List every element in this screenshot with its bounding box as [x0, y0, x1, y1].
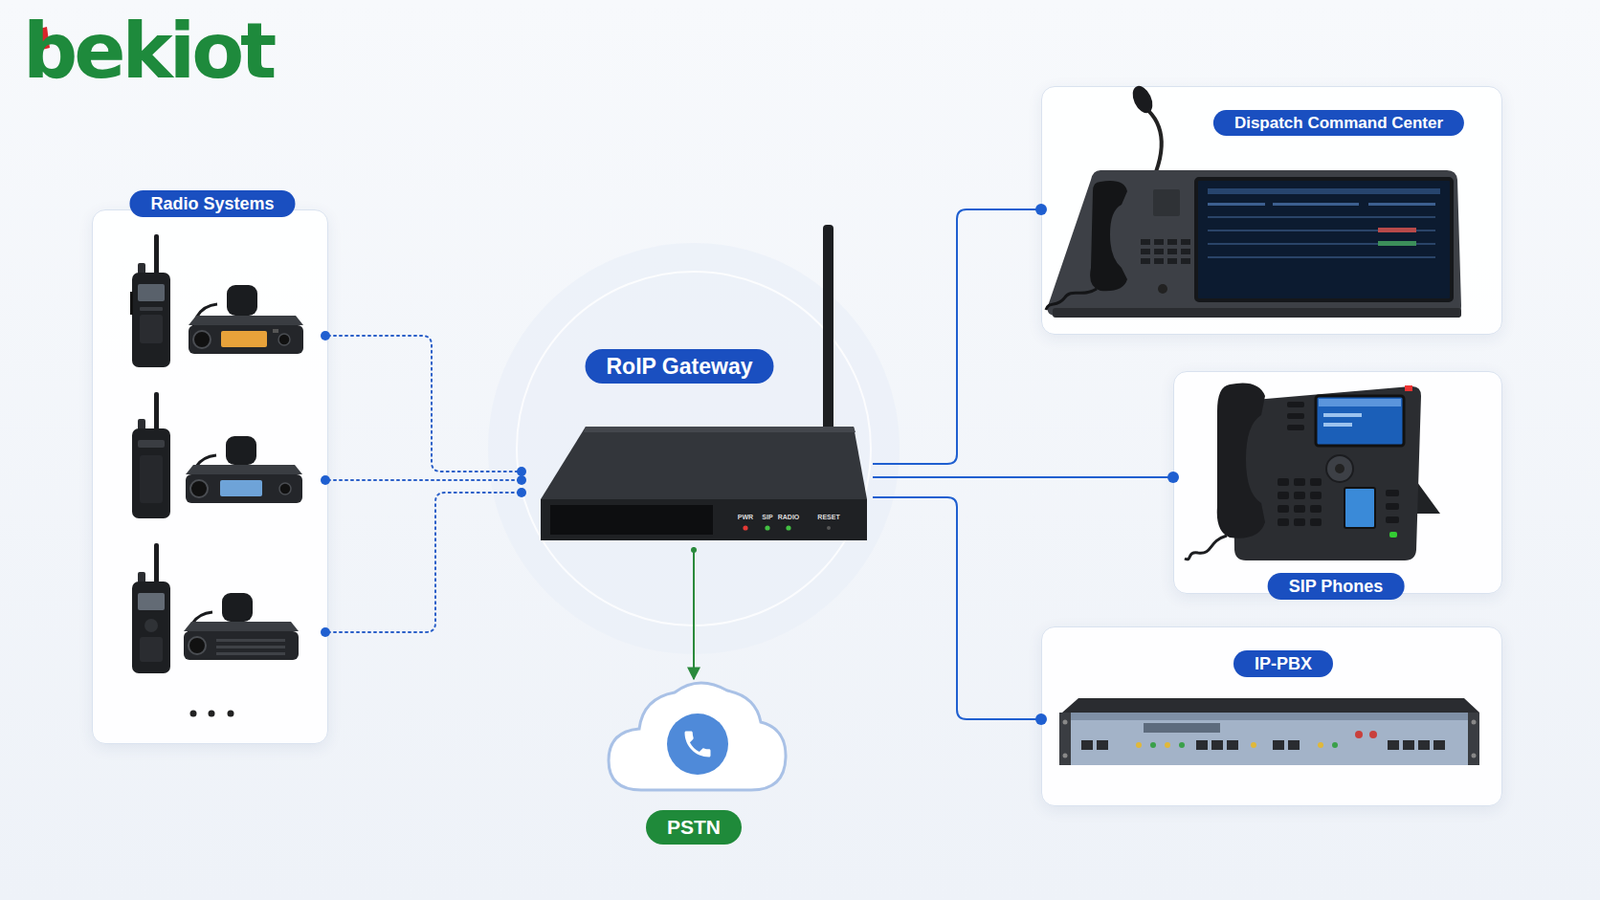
connector-dot — [516, 466, 527, 477]
connector — [328, 479, 525, 482]
connector-dot — [1035, 713, 1047, 726]
led-label: RADIO — [777, 513, 800, 522]
dispatch-panel: Dispatch Command Center — [1041, 86, 1503, 335]
pill-label: RoIP Gateway — [585, 349, 775, 384]
pill-label: Radio Systems — [129, 190, 295, 218]
sip-phone — [1184, 383, 1441, 562]
connector-dot — [690, 547, 697, 554]
connector — [872, 209, 1042, 465]
gateway-device — [540, 224, 867, 541]
pill-label: SIP Phones — [1267, 573, 1405, 600]
connector — [872, 476, 1174, 479]
more-dots — [190, 711, 235, 718]
mobile-radio — [185, 436, 303, 504]
gateway-node: RoIP Gateway — [524, 339, 873, 548]
connector-dot — [1035, 203, 1047, 216]
pill-label: PSTN — [645, 810, 742, 845]
pill-label: Dispatch Command Center — [1213, 110, 1465, 136]
radio-panel: Radio Systems — [91, 209, 329, 745]
connector-dot — [1167, 471, 1179, 484]
led-label: SIP — [761, 513, 773, 522]
sip-phone-panel: SIP Phones — [1173, 371, 1503, 595]
pill-label: IP-PBX — [1233, 650, 1334, 678]
mobile-radio — [183, 593, 299, 661]
connector-dot — [320, 331, 331, 341]
connector-dot — [320, 475, 331, 486]
connector — [328, 335, 525, 472]
pstn-cloud — [608, 683, 786, 791]
pbx-rack — [1059, 698, 1480, 766]
handheld-radio — [130, 234, 171, 368]
connector — [872, 497, 1042, 720]
connector-dot — [516, 488, 527, 498]
connector — [692, 547, 695, 680]
mobile-radio — [188, 285, 304, 355]
led-label: PWR — [737, 513, 754, 522]
logo-accent — [35, 26, 50, 51]
pbx-panel: IP-PBX — [1041, 626, 1503, 807]
pstn-node: PSTN — [602, 679, 793, 847]
connector-dot — [516, 475, 527, 486]
connector — [328, 492, 525, 633]
brand-logo: bekiot — [22, 7, 273, 96]
handheld-radio — [132, 392, 171, 519]
handheld-radio — [132, 543, 171, 674]
connector-dot — [320, 627, 331, 638]
button-label: RESET — [817, 513, 840, 522]
dispatch-console — [1045, 83, 1462, 318]
